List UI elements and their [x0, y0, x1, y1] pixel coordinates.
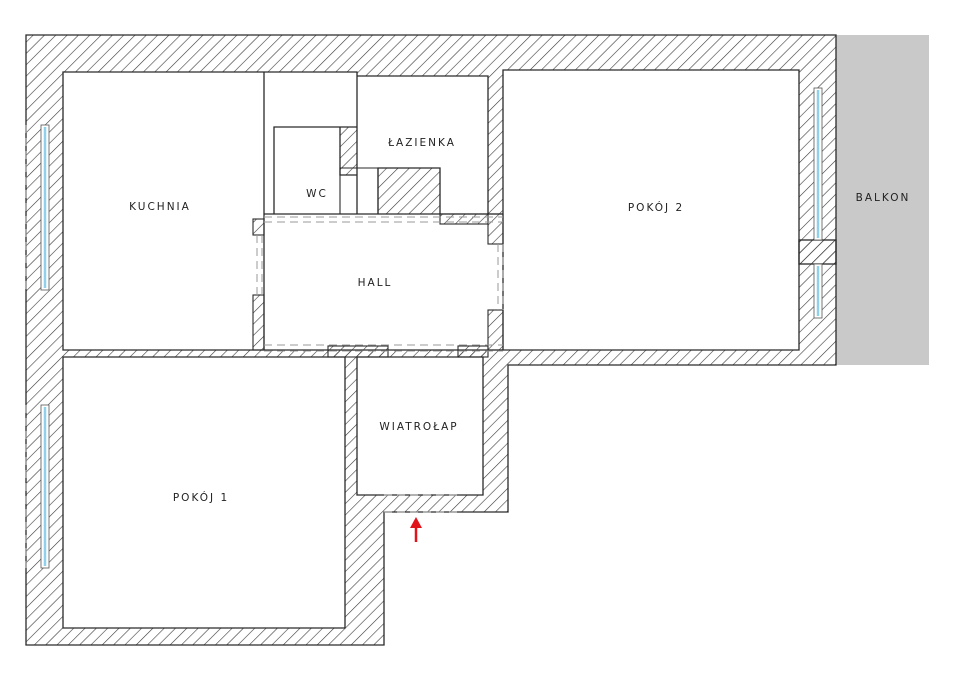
wall-pier: [798, 239, 837, 265]
wall-stub: [439, 213, 489, 225]
label-hall: HALL: [358, 277, 393, 289]
label-lazienka: ŁAZIENKA: [387, 137, 456, 149]
wall-stub: [487, 213, 504, 245]
balcony-area: [836, 35, 929, 365]
wall-stub: [487, 309, 504, 351]
windows: [40, 87, 823, 569]
wall-stub: [252, 294, 265, 351]
wall-stub: [252, 218, 265, 236]
label-kuchnia: KUCHNIA: [129, 201, 191, 213]
label-balkon: BALKON: [856, 192, 911, 204]
label-wc: WC: [306, 188, 328, 200]
label-pokoj2: POKÓJ 2: [628, 201, 684, 214]
label-pokoj1: POKÓJ 1: [173, 491, 229, 504]
walls: [25, 34, 837, 646]
bathroom-partition: [339, 167, 379, 215]
label-wiatrolap: WIATROŁAP: [379, 421, 458, 433]
door-openings: [25, 125, 504, 568]
entrance-arrow-icon: [410, 517, 422, 542]
